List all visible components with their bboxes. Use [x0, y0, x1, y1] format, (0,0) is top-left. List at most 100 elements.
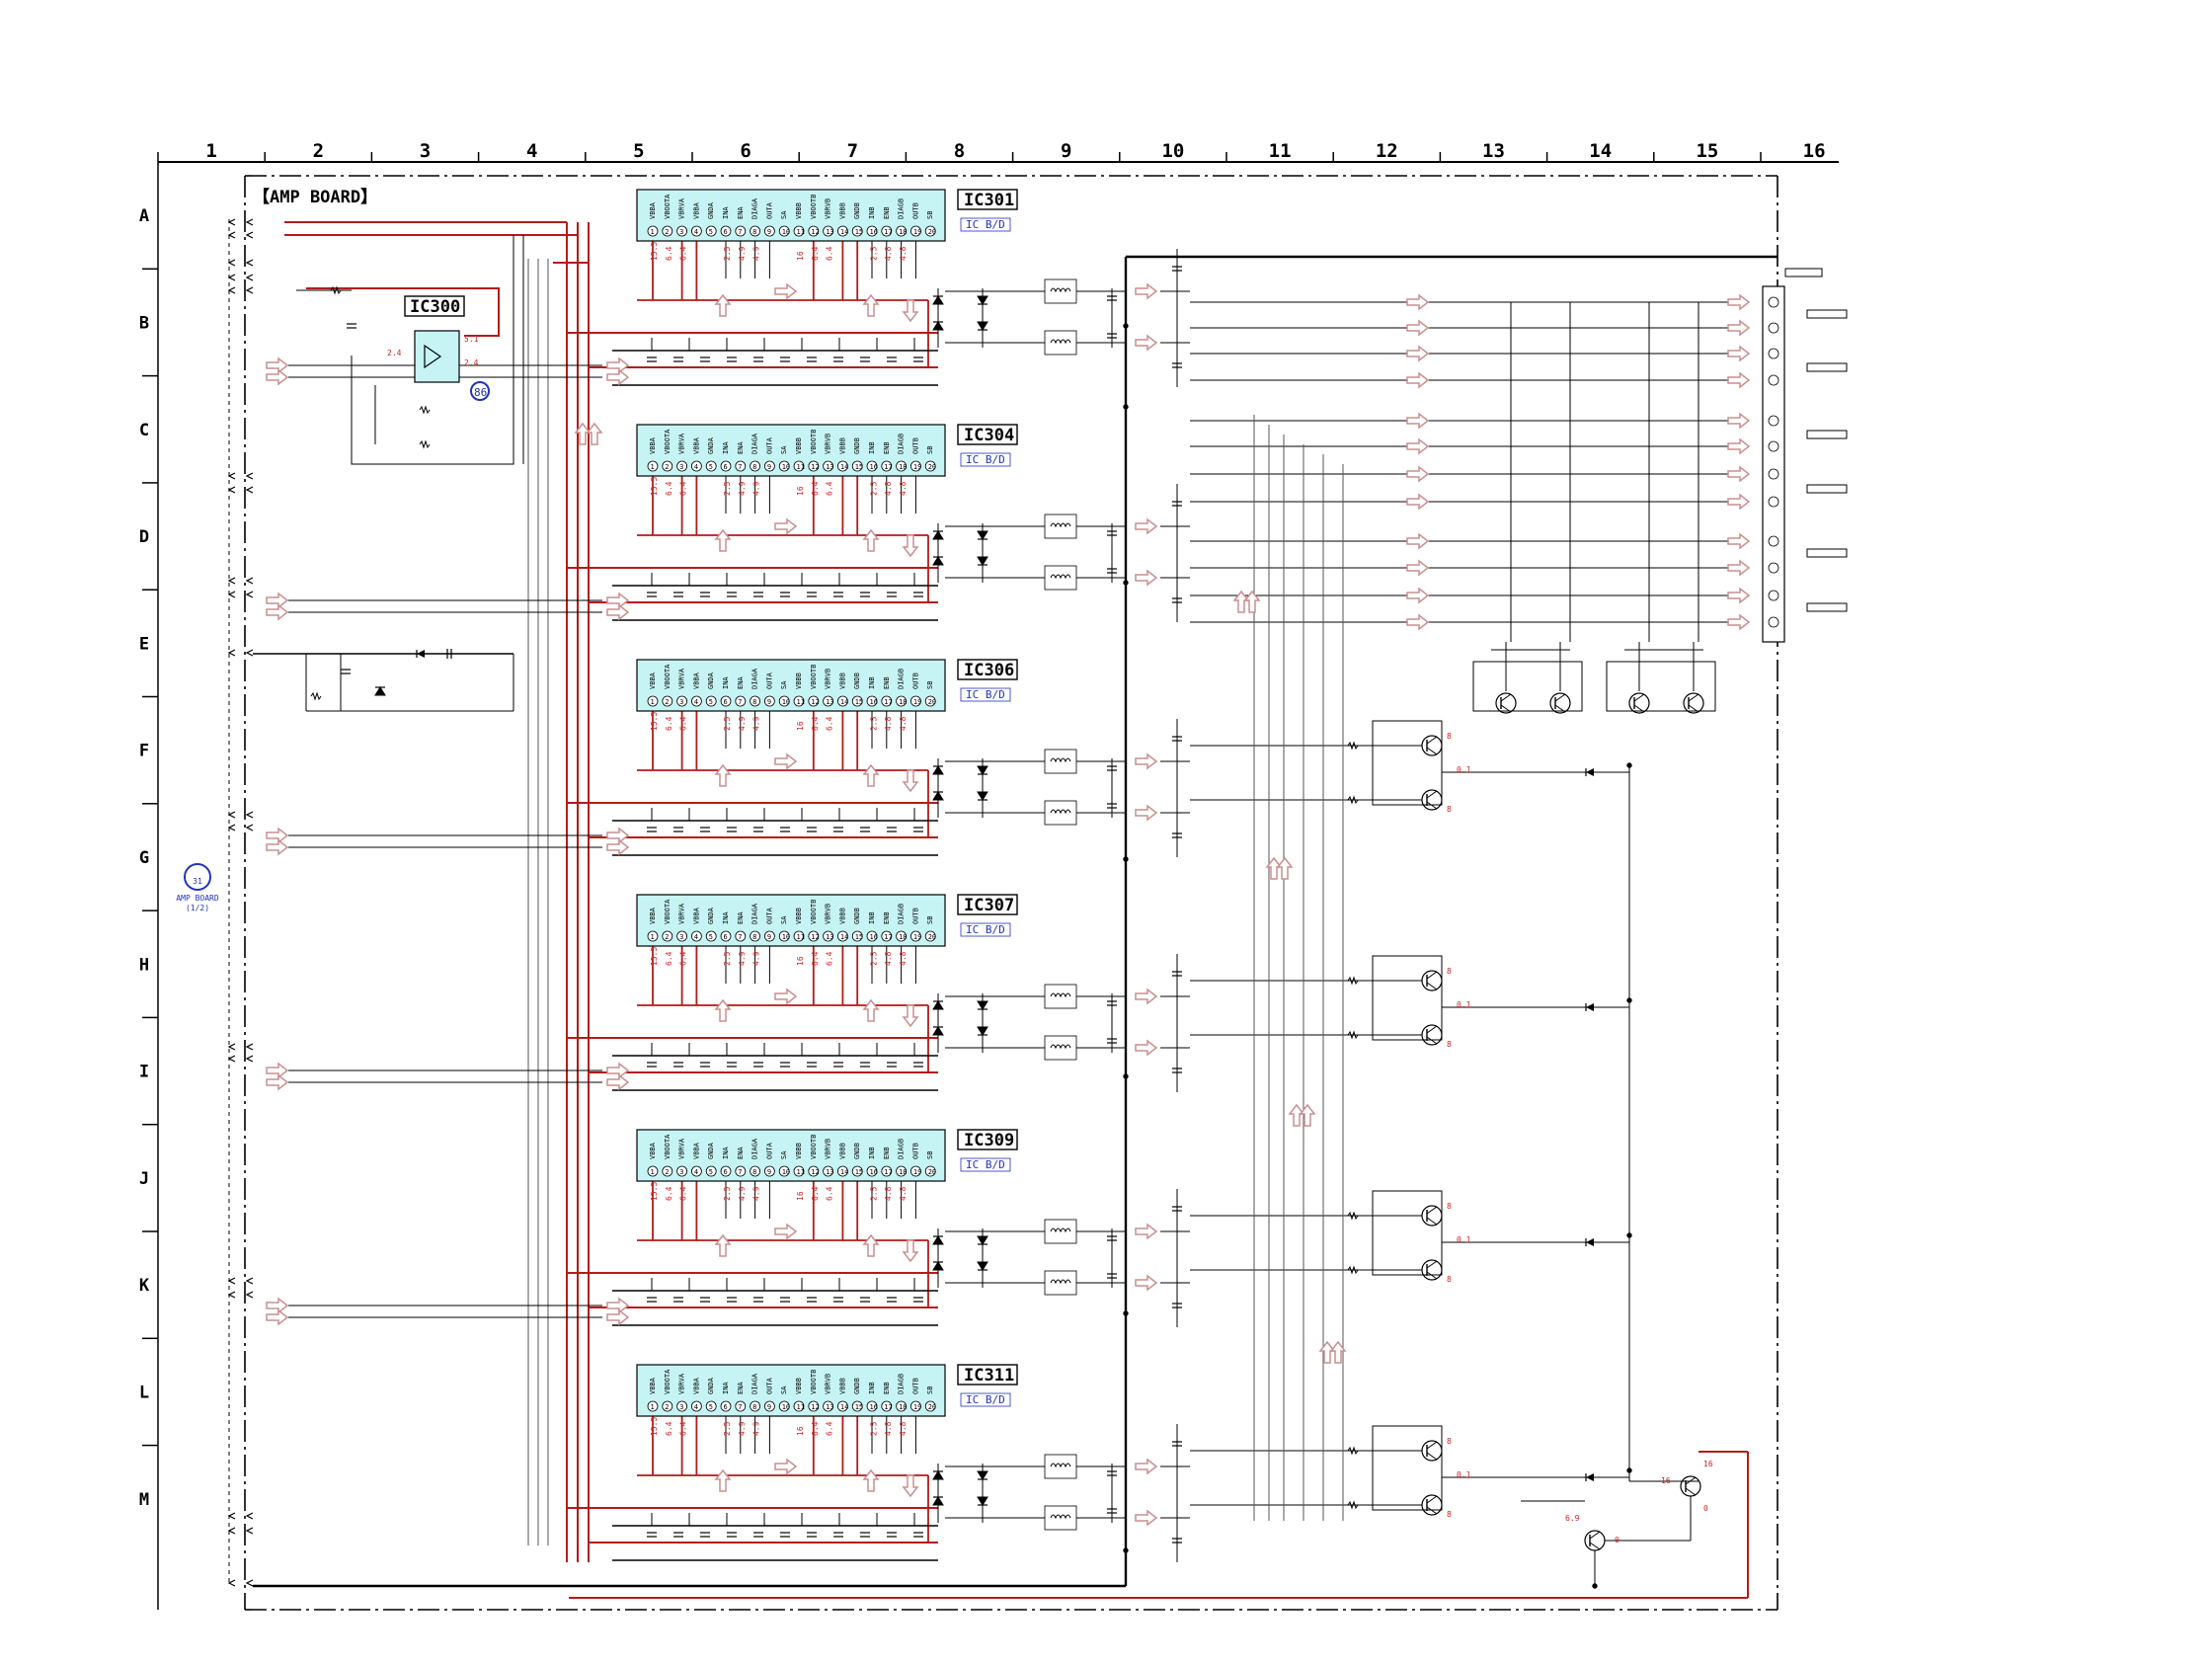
reference-sublabel: (1/2)	[186, 904, 209, 912]
ic-pin-circle	[793, 225, 805, 237]
signal-arrow-up	[1299, 1103, 1316, 1127]
ic-pin-name: VBRVA	[678, 903, 686, 924]
ic-pin-name: VBBA	[649, 436, 657, 454]
row-letter-H: H	[139, 955, 149, 975]
ic-pin-circle	[705, 930, 717, 942]
ic-pin-name: VBOOTB	[810, 1135, 818, 1159]
ic-pin-name: INA	[722, 1147, 730, 1159]
ic-pin-number: 3	[679, 1168, 683, 1176]
signal-arrow-up	[1265, 856, 1283, 880]
connector-pin	[227, 218, 236, 226]
ic-pin-number: 18	[899, 228, 907, 236]
ic-pin-name: ENA	[737, 206, 745, 219]
ic-pin-number: 3	[679, 1403, 683, 1411]
ic-pin-name: VBBB	[838, 1143, 846, 1159]
ic-pin-name: INB	[868, 676, 876, 689]
ic-pin-number: 5	[709, 933, 713, 941]
transistor-collector	[1688, 693, 1699, 702]
pin-voltage: 2.5	[723, 246, 732, 261]
amp-ic-body	[636, 659, 946, 712]
ic-pin-name: VBBB	[795, 908, 803, 924]
signal-arrow-right	[606, 356, 630, 374]
resistor	[1347, 795, 1359, 805]
pin-voltage: 2.5	[869, 246, 878, 261]
pin-voltage: 4.8	[884, 1186, 893, 1201]
signal-arrow-right	[1406, 465, 1430, 483]
transistor-body	[1421, 1440, 1443, 1462]
ic-pin-name: SB	[926, 1151, 934, 1159]
ic-pin-number: 10	[782, 228, 790, 236]
ic-pin-circle	[866, 1165, 878, 1177]
inductor-coil	[1050, 992, 1071, 998]
connector-pin	[227, 486, 236, 494]
ic-pin-number: 17	[884, 463, 892, 471]
ic-pin-number: 11	[797, 1403, 805, 1411]
resistor	[1347, 1500, 1359, 1510]
diode	[932, 765, 944, 775]
pin-voltage: 6.4	[811, 716, 820, 731]
inductor-coil	[1050, 1044, 1071, 1050]
ic-pin-circle	[750, 1400, 760, 1412]
row-letter-E: E	[139, 634, 149, 654]
ic-pin-name: DIAGA	[751, 198, 759, 219]
ic-pin-name: SB	[926, 916, 934, 924]
terminal-tab	[1784, 268, 1823, 277]
ic-pin-name: OUTA	[765, 436, 773, 454]
pin-voltage: 6.4	[679, 1186, 688, 1201]
ic300-name: IC300	[410, 297, 460, 317]
terminal-tab	[1806, 309, 1848, 319]
ic-name-box	[957, 424, 1018, 445]
ic-pin-circle	[823, 930, 833, 942]
ic-pin-number: 14	[840, 933, 848, 941]
diode	[977, 1496, 988, 1506]
ic-pin-name: DIAGA	[751, 1138, 759, 1159]
connector-pin	[245, 591, 254, 598]
ic-pin-number: 1	[651, 463, 655, 471]
ic-pin-name: DIAGB	[898, 1374, 906, 1394]
pin-voltage: 6.4	[665, 481, 673, 496]
ic-pin-circle	[764, 930, 775, 942]
transistor-body	[1421, 1205, 1443, 1227]
connector-pin	[227, 472, 236, 480]
ic-pin-circle	[910, 1165, 921, 1177]
ic-pin-circle	[924, 695, 936, 707]
ic-pin-number: 8	[752, 1403, 756, 1411]
connector-pin	[245, 286, 254, 294]
ic-pin-number: 2	[665, 228, 669, 236]
ic-pin-circle	[705, 460, 717, 472]
ic-pin-circle	[662, 1165, 673, 1177]
ic-pin-number: 8	[752, 1168, 756, 1176]
ic-pin-name: GNDA	[707, 1377, 715, 1394]
pin-voltage: 2.5	[869, 1421, 878, 1436]
signal-arrow-right	[266, 356, 289, 374]
ic-pin-circle	[910, 1400, 921, 1412]
ic-pin-circle	[793, 1400, 805, 1412]
row-letter-F: F	[139, 742, 149, 761]
transistor-voltage: 0.1	[1457, 1235, 1471, 1244]
resistor	[310, 691, 322, 701]
pin-voltage: 2.5	[869, 716, 878, 731]
ic-pin-circle	[676, 1400, 687, 1412]
ic-pin-circle	[808, 695, 820, 707]
inductor-coil	[1050, 574, 1071, 580]
pin-voltage: 6.4	[665, 1421, 673, 1436]
column-number-16: 16	[1803, 140, 1826, 162]
ic-pin-number: 9	[767, 933, 771, 941]
connector-pin	[227, 824, 236, 832]
signal-arrow-right	[266, 603, 289, 621]
ic-pin-number: 9	[767, 1403, 771, 1411]
ic300-voltage: 2.4	[464, 358, 479, 367]
connector-pin	[227, 649, 236, 657]
output-stage-box	[1372, 1190, 1443, 1276]
connector-pin	[245, 1277, 254, 1285]
ic-pin-number: 9	[767, 1168, 771, 1176]
ic-pin-circle	[705, 1165, 717, 1177]
ic-pin-number: 13	[826, 933, 833, 941]
signal-arrow-up	[714, 293, 732, 317]
pin-voltage: 4.9	[752, 716, 761, 731]
signal-arrow-up	[574, 422, 592, 445]
resistor	[1347, 1030, 1359, 1040]
ic-pin-name: OUTB	[911, 1378, 919, 1394]
transistor-body	[1421, 735, 1443, 756]
inductor-coil	[1050, 287, 1071, 293]
